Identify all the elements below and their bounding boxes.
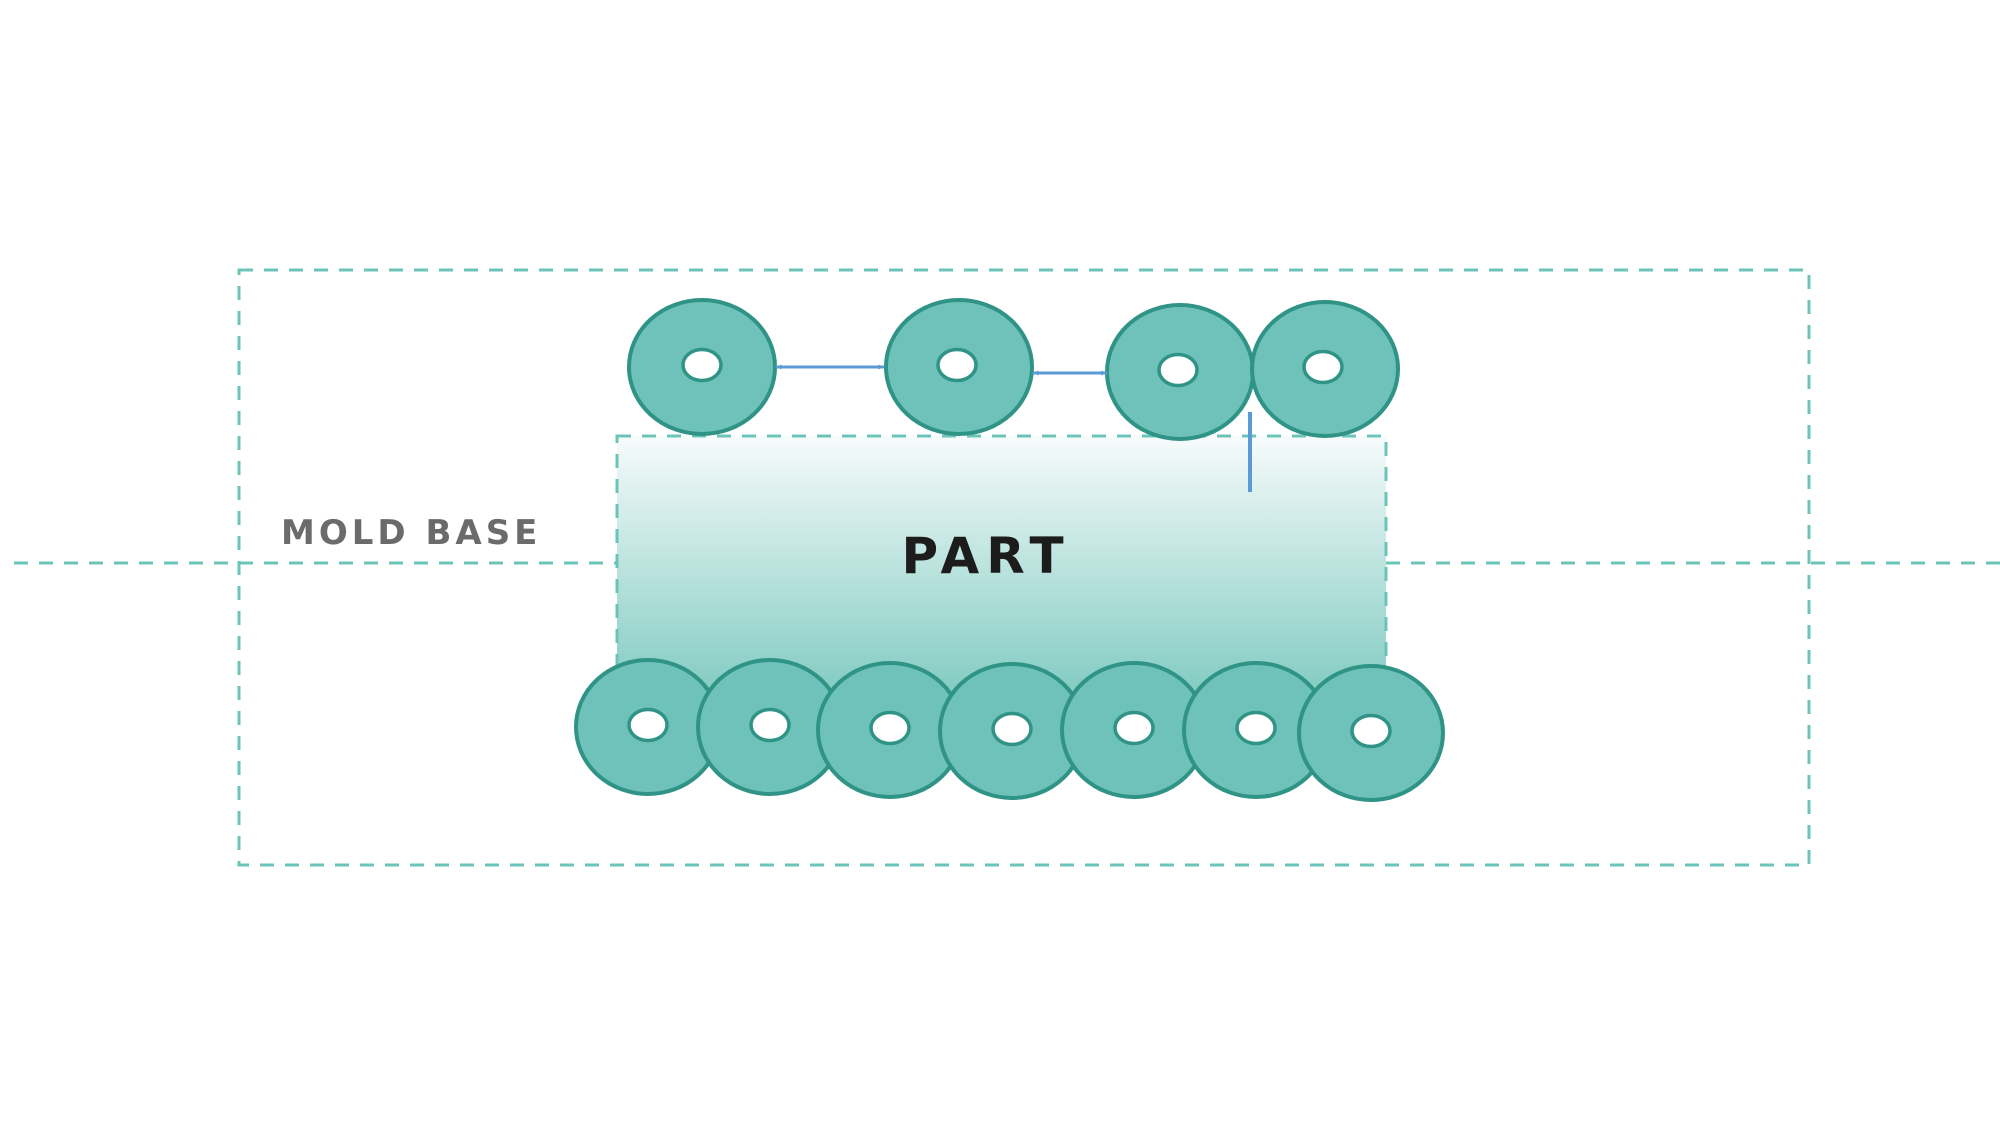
cooling-channel-top-1 — [627, 298, 777, 436]
cooling-channel-top-4 — [1250, 300, 1400, 438]
cooling-channel-top-2 — [884, 298, 1034, 436]
mold-base-outline — [237, 268, 1811, 867]
top-cooling-channels — [627, 298, 1400, 441]
cooling-channel-bottom-2 — [696, 658, 844, 796]
bottom-cooling-channels — [574, 658, 1445, 802]
part-label: PART — [901, 527, 1070, 585]
mold-base-label: MOLD BASE — [281, 513, 541, 553]
cooling-channel-bottom-7 — [1297, 664, 1445, 802]
cooling-channel-top-3 — [1105, 303, 1255, 441]
cooling-channel-bottom-5 — [1060, 661, 1208, 799]
cooling-channel-bottom-1 — [574, 658, 722, 796]
